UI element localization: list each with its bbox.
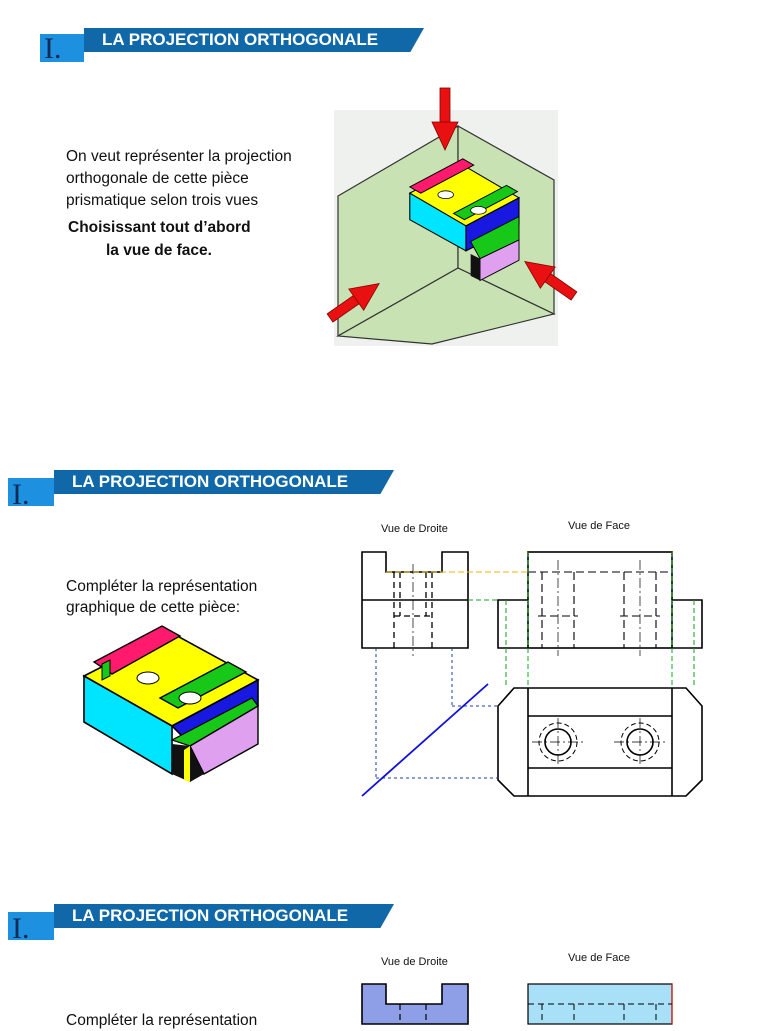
- colored-views-drawing: [361, 983, 673, 1025]
- label-right-view: Vue de Droite: [381, 523, 448, 535]
- header-accent: [8, 912, 54, 940]
- intro-line-1: On veut représenter la projection: [66, 148, 292, 165]
- header-accent: [40, 34, 84, 62]
- label-front-view: Vue de Face: [568, 520, 630, 532]
- arrow-right: [524, 261, 578, 301]
- top-view-drawing: [497, 687, 703, 797]
- right-view-drawing: [361, 551, 469, 656]
- projection-lines: [361, 552, 695, 797]
- technical-drawing: [361, 551, 703, 797]
- header-title: LA PROJECTION ORTHOGONALE: [54, 470, 394, 494]
- header-accent: [8, 478, 54, 506]
- instruction-line-1: Choisissant tout d’abord: [68, 219, 251, 236]
- projection-planes-illustration: [326, 87, 578, 346]
- isometric-piece: [82, 625, 260, 782]
- label-right-view: Vue de Droite: [381, 956, 448, 968]
- section-number: I.: [12, 478, 30, 511]
- label-front-view: Vue de Face: [568, 952, 630, 964]
- arrow-top: [431, 87, 459, 151]
- right-view-fill: [361, 983, 469, 1025]
- slide-3: LA PROJECTION ORTHOGONALE I. Compléter l…: [0, 896, 768, 1029]
- arrow-left: [326, 283, 380, 323]
- header-title: LA PROJECTION ORTHOGONALE: [54, 904, 394, 928]
- header-title: LA PROJECTION ORTHOGONALE: [84, 28, 424, 52]
- instruction-line-1: Compléter la représentation: [66, 1012, 258, 1029]
- intro-line-3: prismatique selon trois vues: [66, 192, 259, 209]
- slide-2: LA PROJECTION ORTHOGONALE I. Compléter l…: [0, 460, 768, 840]
- section-number: I.: [44, 32, 62, 65]
- instruction-line-2: la vue de face.: [106, 242, 212, 259]
- front-view-drawing: [497, 551, 703, 656]
- intro-line-2: orthogonale de cette pièce: [66, 170, 249, 187]
- slide-1: LA PROJECTION ORTHOGONALE I. On veut rep…: [0, 0, 768, 360]
- instruction-line-2: graphique de cette pièce:: [66, 599, 241, 616]
- prismatic-piece: [408, 158, 521, 282]
- section-number: I.: [12, 912, 30, 945]
- instruction-line-1: Compléter la représentation: [66, 578, 258, 595]
